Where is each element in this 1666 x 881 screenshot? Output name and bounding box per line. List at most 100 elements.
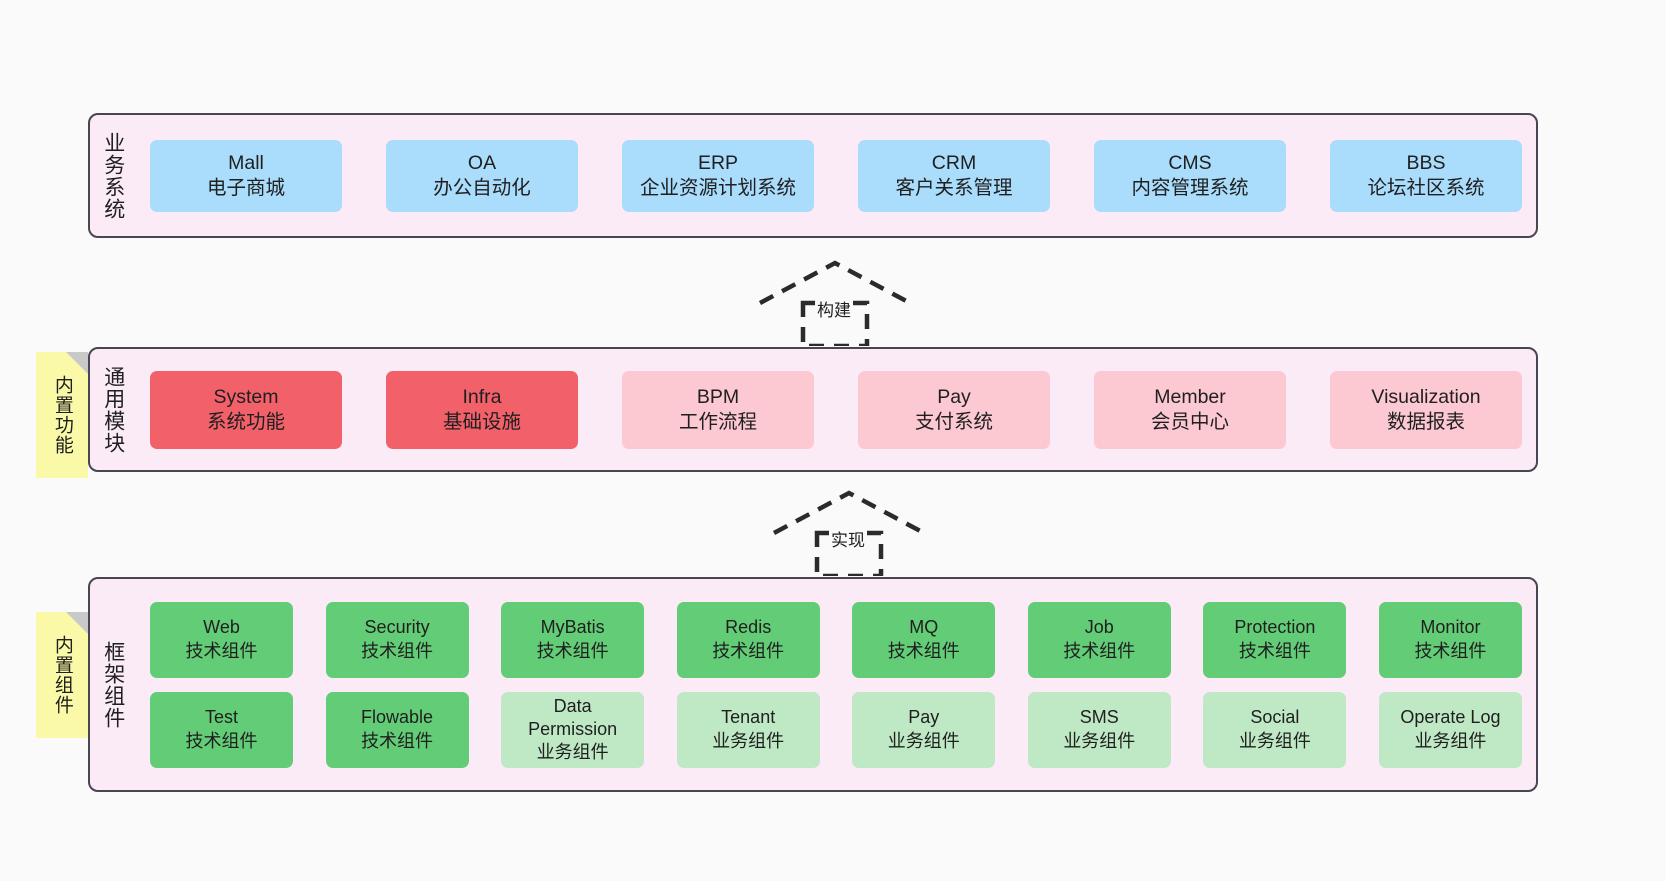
card-subtitle: 内容管理系统 bbox=[1131, 176, 1249, 199]
card-subtitle: 业务组件 bbox=[1238, 730, 1311, 751]
card-title: Operate Log bbox=[1400, 707, 1501, 728]
card-subtitle: 数据报表 bbox=[1386, 410, 1465, 433]
card-subtitle: 系统功能 bbox=[206, 410, 285, 433]
sticky-note-builtin-components: 内置组件 bbox=[36, 612, 88, 738]
card-title: Test bbox=[204, 707, 238, 728]
generalization-arrow-icon bbox=[772, 490, 926, 576]
card-subtitle: 办公自动化 bbox=[433, 176, 531, 199]
common-module-layer-body: System 系统功能 Infra 基础设施 BPM 工作流程 Pay 支付系统… bbox=[136, 349, 1536, 470]
connector-build-arrow: 构建 bbox=[755, 258, 915, 346]
card-subtitle: 企业资源计划系统 bbox=[639, 176, 796, 199]
common-module-layer-title: 通用模块 bbox=[101, 365, 125, 454]
business-card-crm[interactable]: CRM 客户关系管理 bbox=[858, 139, 1050, 212]
generalization-arrow-icon bbox=[758, 260, 912, 346]
framework-card-pay[interactable]: Pay 业务组件 bbox=[852, 691, 996, 768]
common-module-layer: 通用模块 System 系统功能 Infra 基础设施 BPM 工作流程 Pay… bbox=[88, 347, 1538, 472]
module-card-infra[interactable]: Infra 基础设施 bbox=[386, 370, 578, 449]
card-title: MyBatis bbox=[540, 617, 605, 638]
card-title: BBS bbox=[1406, 151, 1446, 174]
card-title: Infra bbox=[462, 385, 502, 408]
card-subtitle: 论坛社区系统 bbox=[1367, 176, 1485, 199]
card-subtitle: 技术组件 bbox=[1063, 640, 1136, 661]
module-card-visualization[interactable]: Visualization 数据报表 bbox=[1330, 370, 1522, 449]
framework-card-protection[interactable]: Protection 技术组件 bbox=[1203, 601, 1347, 678]
business-card-erp[interactable]: ERP 企业资源计划系统 bbox=[622, 139, 814, 212]
card-title: Member bbox=[1154, 385, 1226, 408]
framework-card-sms[interactable]: SMS 业务组件 bbox=[1027, 691, 1171, 768]
card-title: Pay bbox=[908, 707, 940, 728]
business-system-layer-body: Mall 电子商城 OA 办公自动化 ERP 企业资源计划系统 CRM 客户关系… bbox=[136, 115, 1536, 236]
card-subtitle: 业务组件 bbox=[887, 730, 960, 751]
framework-card-tenant[interactable]: Tenant 业务组件 bbox=[676, 691, 820, 768]
card-subtitle: 技术组件 bbox=[185, 640, 258, 661]
business-card-oa[interactable]: OA 办公自动化 bbox=[386, 139, 578, 212]
card-subtitle: 技术组件 bbox=[361, 730, 434, 751]
module-card-pay[interactable]: Pay 支付系统 bbox=[858, 370, 1050, 449]
card-title: Visualization bbox=[1371, 385, 1481, 408]
business-system-layer: 业务系统 Mall 电子商城 OA 办公自动化 ERP 企业资源计划系统 CRM… bbox=[88, 113, 1538, 238]
card-subtitle: 技术组件 bbox=[1238, 640, 1311, 661]
card-subtitle: 技术组件 bbox=[536, 640, 609, 661]
card-title: Tenant bbox=[721, 707, 776, 728]
framework-component-layer-body: Web 技术组件 Security 技术组件 MyBatis 技术组件 Redi… bbox=[136, 579, 1536, 790]
card-subtitle: 业务组件 bbox=[712, 730, 785, 751]
sticky-fold-icon bbox=[66, 352, 88, 374]
sticky-note-label: 内置功能 bbox=[51, 375, 73, 455]
business-card-cms[interactable]: CMS 内容管理系统 bbox=[1094, 139, 1286, 212]
card-subtitle: 工作流程 bbox=[678, 410, 757, 433]
framework-card-operate-log[interactable]: Operate Log 业务组件 bbox=[1378, 691, 1522, 768]
card-title: Job bbox=[1084, 617, 1114, 638]
card-subtitle: 基础设施 bbox=[442, 410, 521, 433]
card-title: SMS bbox=[1079, 707, 1119, 728]
framework-card-job[interactable]: Job 技术组件 bbox=[1027, 601, 1171, 678]
framework-card-test[interactable]: Test 技术组件 bbox=[150, 691, 293, 768]
framework-card-mq[interactable]: MQ 技术组件 bbox=[852, 601, 996, 678]
card-title: OA bbox=[467, 151, 497, 174]
framework-component-layer: 框架组件 Web 技术组件 Security 技术组件 MyBatis 技术组件… bbox=[88, 577, 1538, 792]
connector-implement-label: 实现 bbox=[829, 526, 867, 551]
card-title: Pay bbox=[937, 385, 971, 408]
business-system-card-row: Mall 电子商城 OA 办公自动化 ERP 企业资源计划系统 CRM 客户关系… bbox=[150, 139, 1522, 212]
card-title: CMS bbox=[1168, 151, 1212, 174]
module-card-member[interactable]: Member 会员中心 bbox=[1094, 370, 1286, 449]
connector-build-label: 构建 bbox=[815, 296, 853, 321]
framework-component-layer-title: 框架组件 bbox=[101, 640, 125, 729]
framework-card-redis[interactable]: Redis 技术组件 bbox=[676, 601, 820, 678]
framework-card-social[interactable]: Social 业务组件 bbox=[1203, 691, 1347, 768]
framework-tech-card-row: Web 技术组件 Security 技术组件 MyBatis 技术组件 Redi… bbox=[150, 601, 1522, 678]
card-subtitle: 业务组件 bbox=[1414, 730, 1487, 751]
card-subtitle: 会员中心 bbox=[1150, 410, 1229, 433]
card-title: Protection bbox=[1234, 617, 1316, 638]
framework-business-card-row: Test 技术组件 Flowable 技术组件 Data Permission … bbox=[150, 691, 1522, 768]
framework-card-data-permission[interactable]: Data Permission 业务组件 bbox=[501, 691, 645, 768]
card-title: Redis bbox=[725, 617, 772, 638]
module-card-system[interactable]: System 系统功能 bbox=[150, 370, 342, 449]
business-card-bbs[interactable]: BBS 论坛社区系统 bbox=[1330, 139, 1522, 212]
card-title: BPM bbox=[696, 385, 740, 408]
card-title: Data Permission bbox=[528, 695, 618, 739]
card-title: Security bbox=[364, 617, 430, 638]
card-title: Web bbox=[203, 617, 240, 638]
card-subtitle: 业务组件 bbox=[536, 742, 609, 763]
card-title: Flowable bbox=[361, 707, 434, 728]
sticky-note-label: 内置组件 bbox=[51, 635, 73, 715]
card-subtitle: 技术组件 bbox=[887, 640, 960, 661]
card-title: Social bbox=[1250, 707, 1300, 728]
framework-card-flowable[interactable]: Flowable 技术组件 bbox=[325, 691, 469, 768]
framework-card-mybatis[interactable]: MyBatis 技术组件 bbox=[501, 601, 645, 678]
card-subtitle: 支付系统 bbox=[914, 410, 993, 433]
framework-card-web[interactable]: Web 技术组件 bbox=[150, 601, 293, 678]
business-system-layer-title: 业务系统 bbox=[101, 131, 125, 220]
card-subtitle: 客户关系管理 bbox=[895, 176, 1013, 199]
framework-card-security[interactable]: Security 技术组件 bbox=[325, 601, 469, 678]
common-module-card-row: System 系统功能 Infra 基础设施 BPM 工作流程 Pay 支付系统… bbox=[150, 370, 1522, 449]
card-subtitle: 技术组件 bbox=[361, 640, 434, 661]
card-title: Mall bbox=[228, 151, 264, 174]
sticky-note-builtin-features: 内置功能 bbox=[36, 352, 88, 478]
business-card-mall[interactable]: Mall 电子商城 bbox=[150, 139, 342, 212]
card-title: Monitor bbox=[1420, 617, 1481, 638]
card-subtitle: 技术组件 bbox=[185, 730, 258, 751]
module-card-bpm[interactable]: BPM 工作流程 bbox=[622, 370, 814, 449]
card-title: ERP bbox=[697, 151, 739, 174]
framework-card-monitor[interactable]: Monitor 技术组件 bbox=[1378, 601, 1522, 678]
